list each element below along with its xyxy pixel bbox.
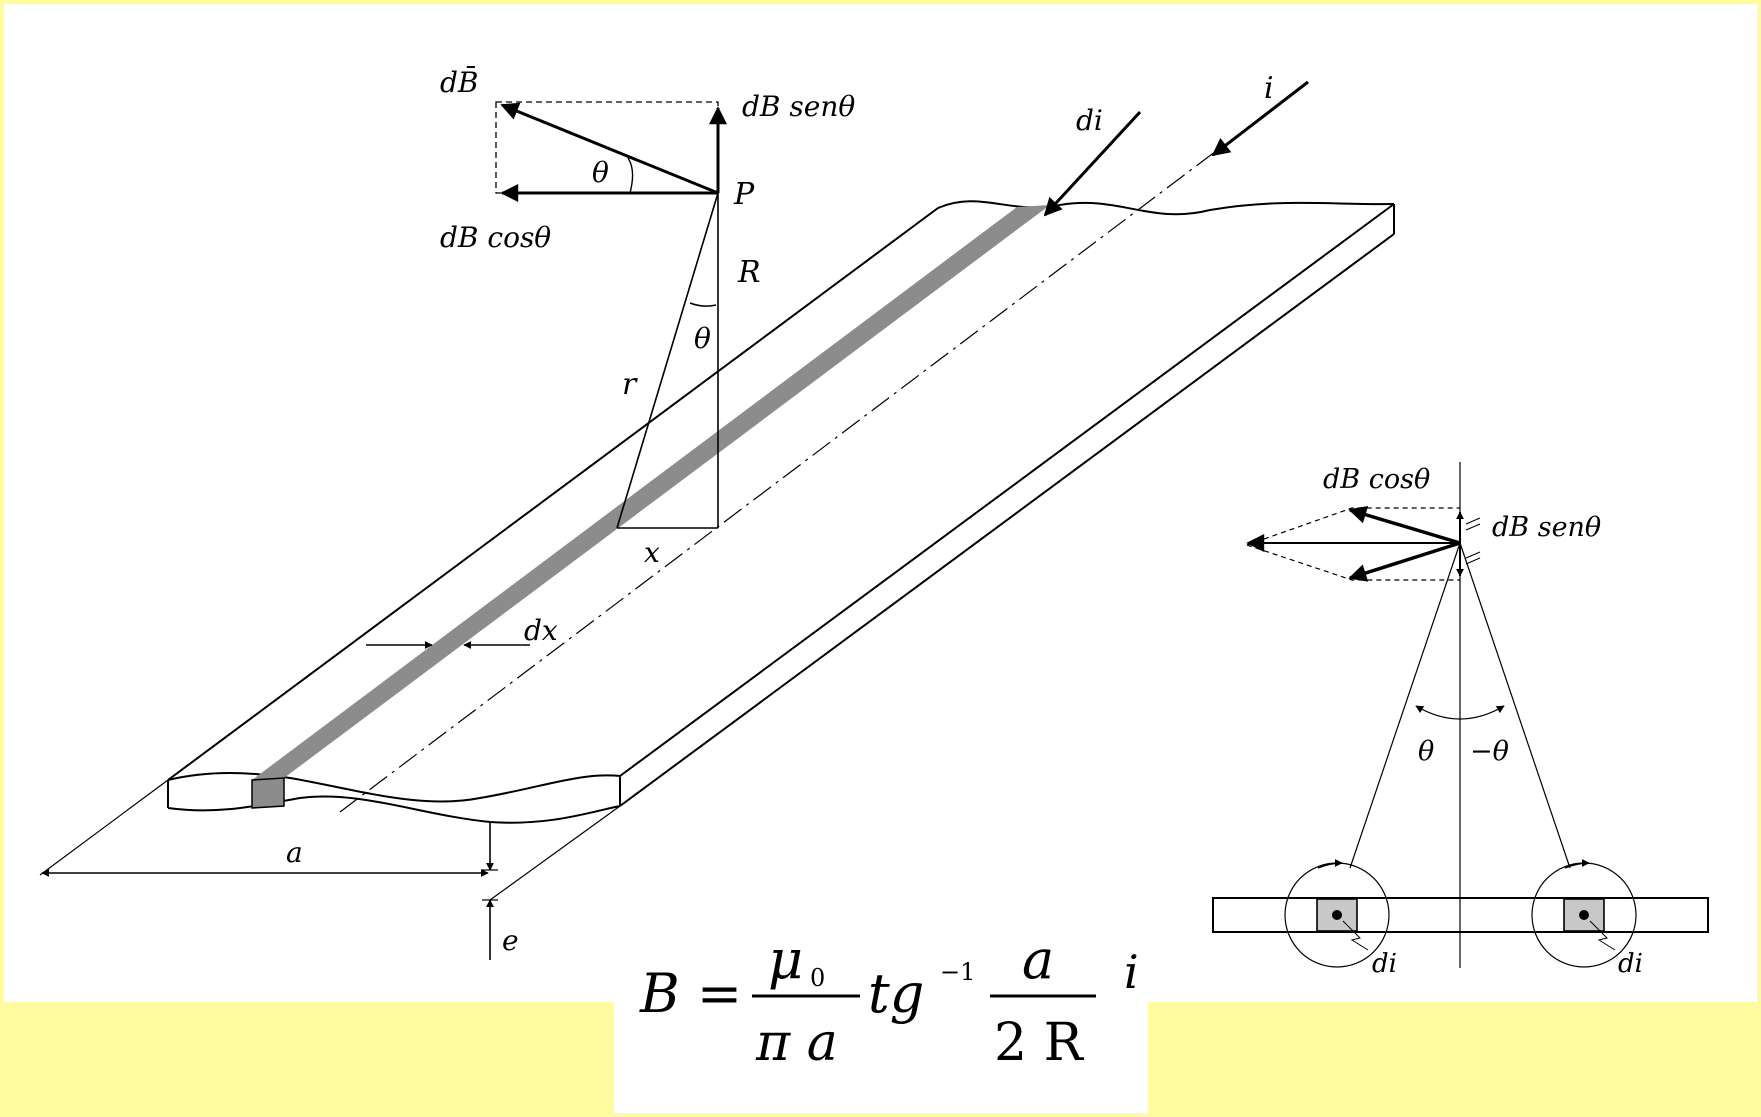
side-label-di-right: di (1618, 949, 1643, 979)
formula-lhs: B = (639, 962, 742, 1025)
label-a: a (286, 836, 303, 869)
formula-den1: π a (755, 1013, 838, 1073)
strip-element-front (251, 777, 285, 809)
i-arrow (1211, 80, 1309, 157)
formula-den2: 2 R (994, 1013, 1085, 1073)
side-label-di-left: di (1372, 949, 1397, 979)
label-r: r (622, 367, 638, 402)
center-axis (339, 147, 1221, 813)
formula-func: tg (868, 962, 924, 1025)
figure-panel (4, 4, 1757, 1002)
label-e: e (502, 924, 519, 957)
formula-mu-sub: 0 (810, 964, 825, 992)
label-P: P (733, 177, 755, 212)
label-theta-mid: θ (694, 322, 711, 355)
bottom-right-band (1148, 1002, 1761, 1113)
cross-section-view (1212, 462, 1709, 968)
formula-func-sup: −1 (940, 958, 975, 986)
label-dB: dB̄ (440, 65, 479, 99)
label-R: R (737, 255, 761, 290)
label-dB-sen: dB senθ (742, 90, 855, 123)
side-label-neg-theta: −θ (1470, 736, 1509, 767)
ext-line-a-left (39, 779, 169, 876)
formula-B: B = μ 0 π a tg −1 a 2 R i (639, 928, 1139, 1073)
conducting-strip (167, 200, 1395, 824)
formula-mu: μ (768, 928, 803, 991)
label-dB-cos: dB cosθ (440, 221, 551, 254)
formula-tail: i (1124, 945, 1139, 999)
label-di: di (1076, 104, 1103, 137)
label-dx: dx (524, 614, 558, 647)
side-label-theta: θ (1418, 736, 1434, 767)
formula-panel (614, 1002, 1148, 1113)
label-theta-top: θ (592, 156, 609, 189)
side-label-dB-cos: dB cosθ (1323, 464, 1430, 495)
side-label-dB-sen: dB senθ (1492, 512, 1601, 543)
bottom-left-band (4, 1002, 614, 1113)
strip-element-dx (252, 205, 1050, 780)
dB-vector (500, 102, 719, 195)
theta-arc-top (627, 157, 634, 194)
label-i: i (1264, 71, 1274, 106)
geometry-lines (616, 192, 719, 529)
ext-line-a-right (489, 805, 621, 901)
di-arrow (1043, 110, 1142, 217)
label-x: x (644, 536, 660, 569)
formula-num2: a (1022, 928, 1054, 991)
